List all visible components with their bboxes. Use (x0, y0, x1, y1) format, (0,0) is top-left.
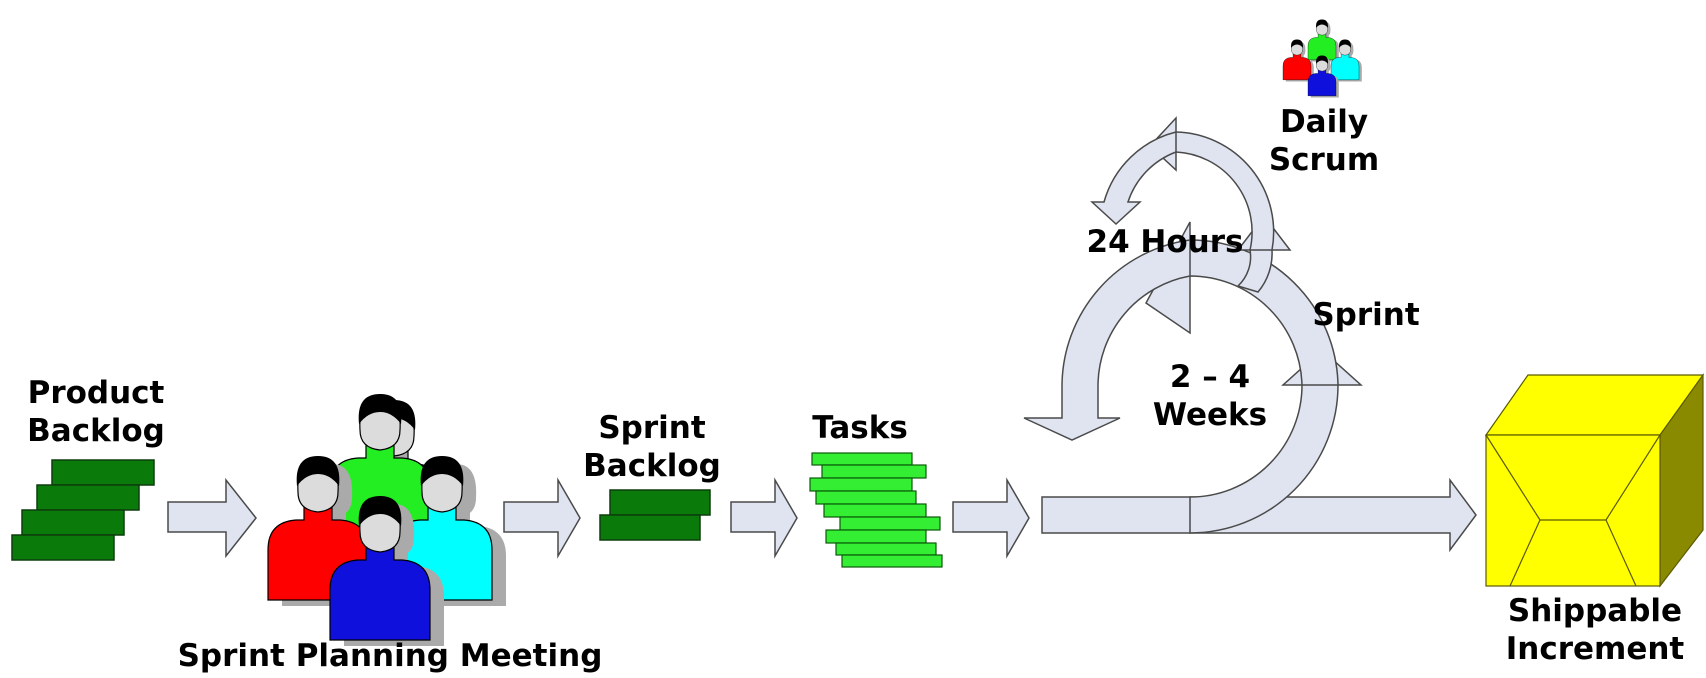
sprint-backlog-label: Sprint Backlog (572, 409, 732, 485)
sprint-backlog-label-line2: Backlog (583, 448, 721, 484)
sprint-loop-arrow (1023, 221, 1477, 553)
sprint-backlog-label-line1: Sprint (598, 410, 706, 446)
flow-arrow-3 (730, 477, 798, 559)
tasks-stack (809, 452, 943, 568)
sprint-planning-meeting-label: Sprint Planning Meeting (177, 638, 603, 674)
daily-scrum-label: Daily Scrum (1244, 103, 1404, 179)
flow-arrow-2 (503, 477, 581, 559)
shippable-increment-label-line1: Shippable (1507, 593, 1683, 629)
daily-scrum-label-line2: Scrum (1268, 142, 1380, 178)
product-backlog-stack (11, 459, 155, 561)
sprint-backlog-stack (599, 489, 711, 541)
flow-arrow-1 (167, 477, 257, 559)
weeks-label-line2: Weeks (1152, 397, 1268, 433)
shippable-increment-box (1484, 373, 1705, 588)
daily-scrum-people (1282, 19, 1362, 98)
product-backlog-label-line2: Backlog (27, 413, 165, 449)
product-backlog-label: Product Backlog (6, 374, 186, 450)
hours-label: 24 Hours (1086, 224, 1244, 260)
shippable-increment-label: Shippable Increment (1490, 592, 1700, 668)
weeks-label-line1: 2 – 4 (1169, 359, 1251, 395)
flow-arrow-4 (952, 477, 1030, 559)
sprint-planning-people (267, 393, 506, 646)
product-backlog-label-line1: Product (27, 375, 165, 411)
shippable-increment-label-line2: Increment (1505, 631, 1685, 667)
daily-scrum-loop-arrow (1090, 116, 1292, 293)
sprint-label: Sprint (1312, 297, 1420, 333)
daily-scrum-label-line1: Daily (1279, 104, 1369, 140)
tasks-label: Tasks (812, 410, 908, 446)
weeks-label: 2 – 4 Weeks (1130, 358, 1290, 434)
